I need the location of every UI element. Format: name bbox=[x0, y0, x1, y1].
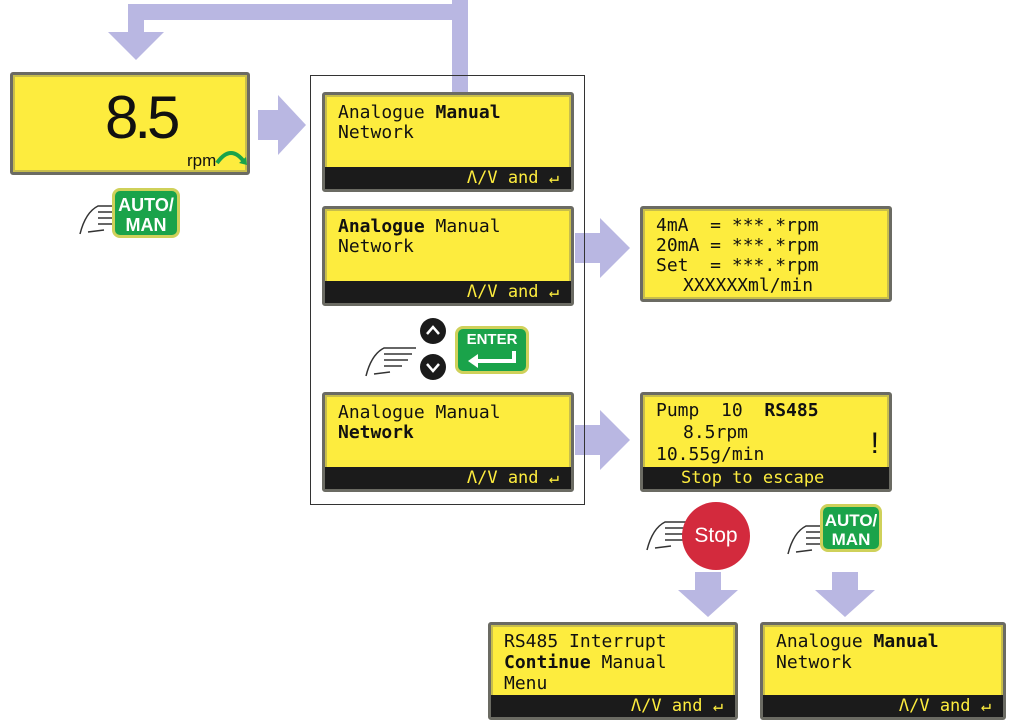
stop-button[interactable]: Stop bbox=[682, 502, 750, 570]
rotation-icon bbox=[215, 151, 247, 165]
menu-option-network: Network bbox=[338, 422, 414, 443]
option-continue: Continue bbox=[504, 652, 591, 673]
menu-option-manual: Manual bbox=[873, 631, 939, 652]
menu-option-analogue: Analogue bbox=[338, 216, 425, 237]
rs485-interrupt-display: RS485 Interrupt Continue Manual Menu Λ/V… bbox=[488, 622, 738, 720]
menu-hint-bar: Λ/V and ↵ bbox=[325, 167, 571, 189]
analogue-info-display: 4mA = ***.*rpm 20mA = ***.*rpm Set = ***… bbox=[640, 206, 892, 302]
enter-button[interactable]: ENTER bbox=[455, 326, 529, 374]
stop-escape-bar: Stop to escape bbox=[643, 467, 889, 489]
menu-hint-bar: Λ/V and ↵ bbox=[763, 695, 1003, 717]
menu-option-analogue: Analogue bbox=[776, 631, 874, 652]
main-rpm-display: 8.5 rpm bbox=[10, 72, 250, 175]
alert-icon: ! bbox=[870, 427, 879, 460]
down-button[interactable] bbox=[420, 354, 446, 380]
analogue-set-line: Set = ***.*rpm bbox=[656, 255, 819, 276]
menu-option-network: Network bbox=[776, 652, 852, 673]
menu-network-selected: Analogue Manual Network Λ/V and ↵ bbox=[322, 392, 574, 492]
automan-button[interactable]: AUTO/ MAN bbox=[112, 188, 180, 238]
pump-id: Pump 10 bbox=[656, 400, 765, 421]
analogue-4ma-line: 4mA = ***.*rpm bbox=[656, 215, 819, 236]
menu-option-manual: Manual bbox=[424, 216, 501, 237]
rpm-value: 8.5 bbox=[105, 84, 180, 151]
flow-line: 10.55g/min bbox=[656, 444, 765, 465]
chevron-up-icon bbox=[426, 325, 440, 335]
option-menu: Menu bbox=[504, 673, 548, 694]
option-manual: Manual bbox=[590, 652, 667, 673]
menu-analogue-selected: Analogue Manual Network Λ/V and ↵ bbox=[322, 206, 574, 306]
menu-option-network: Network bbox=[338, 122, 414, 143]
mode-menu-panel bbox=[310, 75, 585, 505]
menu-hint-bar: Λ/V and ↵ bbox=[325, 467, 571, 489]
result-manual-display: Analogue Manual Network Λ/V and ↵ bbox=[760, 622, 1006, 720]
analogue-flow-line: XXXXXXml/min bbox=[683, 275, 814, 296]
enter-label: ENTER bbox=[466, 331, 518, 348]
return-arrow-icon bbox=[468, 351, 516, 368]
rs485-label: RS485 bbox=[764, 400, 819, 421]
analogue-20ma-line: 20mA = ***.*rpm bbox=[656, 235, 819, 256]
menu-hint-bar: Λ/V and ↵ bbox=[325, 281, 571, 303]
menu-option-analogue: Analogue bbox=[338, 102, 436, 123]
menu-hint-bar: Λ/V and ↵ bbox=[491, 695, 735, 717]
automan-button[interactable]: AUTO/ MAN bbox=[820, 504, 882, 552]
rpm-line: 8.5rpm bbox=[683, 422, 749, 443]
menu-option-analogue-manual: Analogue Manual bbox=[338, 402, 501, 423]
chevron-down-icon bbox=[426, 363, 440, 373]
rpm-unit: rpm bbox=[187, 151, 217, 170]
pointing-hand-icon bbox=[365, 347, 416, 377]
menu-option-manual: Manual bbox=[435, 102, 501, 123]
network-run-display: Pump 10 RS485 8.5rpm 10.55g/min ! Stop t… bbox=[640, 392, 892, 492]
menu-manual-selected: Analogue Manual Network Λ/V and ↵ bbox=[322, 92, 574, 192]
up-button[interactable] bbox=[420, 318, 446, 344]
menu-option-network: Network bbox=[338, 236, 414, 257]
interrupt-title: RS485 Interrupt bbox=[504, 631, 667, 652]
